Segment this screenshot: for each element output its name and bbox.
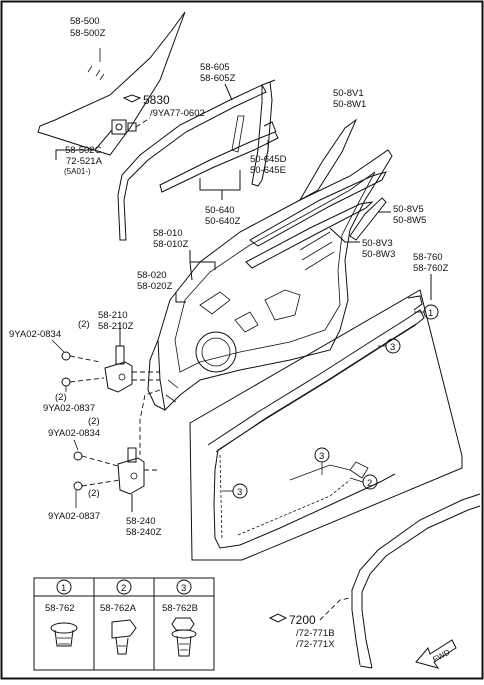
svg-text:3: 3: [237, 487, 242, 498]
molding-upper: 50-8V1 50-8W1: [298, 88, 366, 202]
weatherstrip-label: 58-760 58-760Z: [413, 252, 449, 300]
ref-5830: 5830 /9YA77-0602: [122, 93, 205, 119]
svg-text:50-8V3: 50-8V3: [362, 238, 393, 249]
callout-3a: 3: [378, 338, 401, 354]
run-channel: [117, 79, 276, 241]
clip-1-icon: [50, 622, 78, 647]
svg-text:50-645D: 50-645D: [250, 154, 287, 165]
svg-text:58-605Z: 58-605Z: [200, 73, 236, 84]
svg-text:50-8W1: 50-8W1: [333, 99, 366, 110]
weatherstrip-inner: 50-645D 50-645E: [159, 121, 287, 193]
legend-header-3: 3: [176, 579, 192, 595]
svg-text:1: 1: [428, 308, 433, 319]
regulator-clip-label: 58-502C 72-521A (5A01-): [55, 129, 113, 176]
legend-header-1: 1: [56, 579, 72, 595]
callout-3c: 3: [222, 483, 248, 499]
svg-text:50-640: 50-640: [205, 205, 235, 216]
svg-text:58-020: 58-020: [137, 270, 167, 281]
bolt-a: (2) 9YA02-0834: [9, 319, 101, 363]
svg-text:50-645E: 50-645E: [250, 165, 286, 176]
svg-text:58-760: 58-760: [413, 252, 443, 263]
svg-text:3: 3: [181, 583, 186, 594]
svg-text:9YA02-0837: 9YA02-0837: [48, 511, 100, 522]
legend-header-2: 2: [116, 579, 132, 595]
molding-mid: 50-8V5 50-8W5: [249, 171, 426, 247]
svg-text:(2): (2): [88, 488, 100, 499]
upper-hinge-label: 58-210 58-210Z: [98, 310, 134, 332]
svg-text:58-605: 58-605: [200, 62, 230, 73]
svg-text:/72-771X: /72-771X: [296, 639, 335, 650]
svg-text:50-8V5: 50-8V5: [393, 204, 424, 215]
callout-1: 1: [423, 304, 439, 320]
callout-3b: 3: [314, 447, 330, 475]
lower-hinge: [117, 447, 160, 512]
door-panel-label: 58-010 58-010Z: [153, 228, 216, 281]
svg-text:(5A01-): (5A01-): [64, 167, 91, 176]
svg-text:2: 2: [367, 478, 372, 489]
svg-text:58-010Z: 58-010Z: [153, 239, 189, 250]
svg-text:FWD: FWD: [431, 648, 452, 665]
legend-part-1: 58-762: [45, 603, 75, 614]
svg-text:9YA02-0834: 9YA02-0834: [9, 329, 61, 340]
door-weatherstrip-part: [207, 295, 425, 549]
clip-3-icon: [171, 617, 197, 657]
svg-text:7200: 7200: [289, 613, 316, 627]
svg-text:(2): (2): [78, 319, 90, 330]
door-body-label: 58-020 58-020Z: [137, 270, 186, 303]
svg-text:50-8W3: 50-8W3: [362, 249, 395, 260]
svg-text:9YA02-0834: 9YA02-0834: [48, 428, 100, 439]
svg-text:58-020Z: 58-020Z: [137, 281, 173, 292]
legend-part-2: 58-762A: [100, 603, 137, 614]
run-channel-label: 58-605 58-605Z: [200, 62, 236, 101]
svg-text:/72-771B: /72-771B: [296, 628, 335, 639]
bolt-b: (2) 9YA02-0837: [43, 377, 105, 414]
molding-low: 50-8V3 50-8W3: [245, 201, 395, 269]
door-glass: [37, 11, 186, 156]
svg-text:2: 2: [121, 583, 126, 594]
svg-text:3: 3: [390, 342, 395, 353]
body-weatherstrip: [351, 493, 481, 669]
door-shell: [147, 149, 393, 412]
svg-text:58-240Z: 58-240Z: [126, 527, 162, 538]
callout-2: 2: [349, 474, 378, 490]
svg-text:58-210Z: 58-210Z: [98, 321, 134, 332]
svg-text:58-500Z: 58-500Z: [70, 28, 106, 39]
svg-text:(2): (2): [55, 392, 67, 403]
ref-7200: 7200 /72-771B /72-771X: [268, 597, 351, 650]
svg-text:50-640Z: 50-640Z: [205, 216, 241, 227]
svg-text:5830: 5830: [143, 93, 170, 107]
bolt-d: (2) 9YA02-0837: [48, 479, 121, 522]
clip-2-icon: [111, 619, 137, 655]
svg-text:58-210: 58-210: [98, 310, 128, 321]
weatherstrip-outer-label: 50-640 50-640Z: [199, 170, 241, 227]
legend-part-3: 58-762B: [162, 603, 198, 614]
svg-text:58-010: 58-010: [153, 228, 183, 239]
svg-text:50-8W5: 50-8W5: [393, 215, 426, 226]
upper-hinge: [104, 322, 160, 393]
bolt-c: (2) 9YA02-0834: [48, 416, 119, 467]
svg-text:/9YA77-0602: /9YA77-0602: [150, 108, 205, 119]
svg-text:(2): (2): [88, 416, 100, 427]
glass-label: 58-500 58-500Z: [70, 16, 106, 39]
svg-text:1: 1: [61, 583, 66, 594]
weatherstrip-box: [189, 289, 463, 561]
lower-hinge-label: 58-240 58-240Z: [126, 516, 162, 538]
svg-text:9YA02-0837: 9YA02-0837: [43, 403, 95, 414]
svg-text:58-240: 58-240: [126, 516, 156, 527]
svg-text:58-500: 58-500: [70, 16, 100, 27]
regulator-clip: [111, 117, 151, 135]
hinge-link-line: [139, 389, 161, 455]
legend-table: [33, 577, 215, 671]
svg-text:50-8V1: 50-8V1: [333, 88, 364, 99]
fwd-arrow-icon: FWD: [415, 639, 457, 669]
svg-text:72-521A: 72-521A: [66, 156, 103, 167]
svg-text:58-760Z: 58-760Z: [413, 263, 449, 274]
svg-text:3: 3: [319, 451, 324, 462]
svg-text:58-502C: 58-502C: [65, 145, 102, 156]
